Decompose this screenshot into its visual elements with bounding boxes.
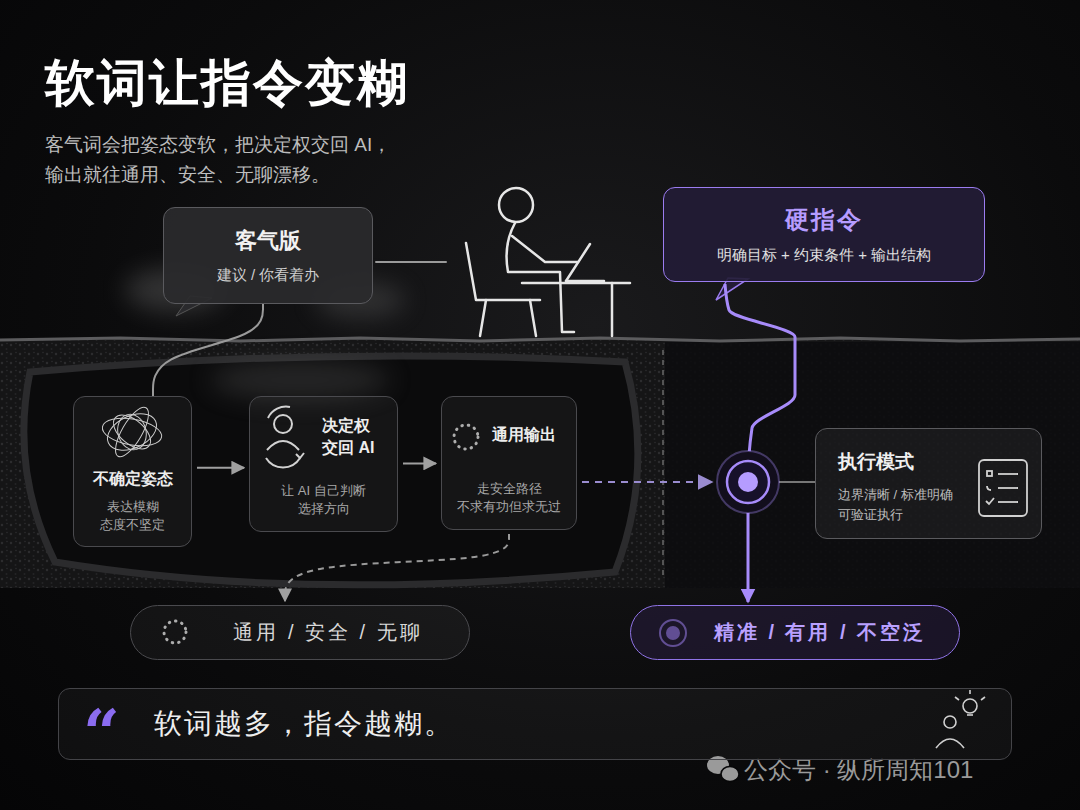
subtitle: 客气词会把姿态变软，把决定权交回 AI， 输出就往通用、安全、无聊漂移。 [45, 130, 465, 191]
node-body: 让 AI 自己判断 选择方向 [260, 482, 387, 518]
connector [725, 284, 795, 602]
node-body: 建议 / 你看着办 [176, 266, 360, 285]
dashed-feed-line [582, 482, 712, 483]
hard-instruction-bubble: 硬指令明确目标 + 约束条件 + 输出结构 [663, 187, 985, 282]
quote-mark: “ [83, 701, 120, 747]
outcome-pill: 通用 / 安全 / 无聊 [130, 605, 470, 660]
node-heading: 通用输出 [492, 425, 568, 446]
node-heading: 不确定姿态 [82, 469, 183, 490]
node-heading: 硬指令 [676, 204, 972, 236]
node-body: 走安全路径 不求有功但求无过 [450, 480, 568, 516]
connector [285, 534, 509, 601]
node-heading: 执行模式 [838, 449, 961, 475]
mode-box: 执行模式边界清晰 / 标准明确 可验证执行 [815, 428, 1042, 539]
ground [0, 338, 1080, 588]
node-heading: 客气版 [176, 226, 360, 256]
pill-text: 精准 / 有用 / 不空泛 [714, 619, 926, 646]
process-box: 决定权 交回 AI 让 AI 自己判断 选择方向 [249, 396, 398, 532]
pill-text: 通用 / 安全 / 无聊 [233, 619, 422, 646]
title: 软词让指令变糊 [45, 50, 409, 117]
quote-box: “ 软词越多，指令越糊。 [58, 688, 1012, 760]
outcome-pill: 精准 / 有用 / 不空泛 [630, 605, 960, 660]
process-box: 通用输出走安全路径 不求有功但求无过 [441, 396, 577, 530]
connector [403, 462, 436, 464]
node-body: 明确目标 + 约束条件 + 输出结构 [676, 246, 972, 265]
node-body: 边界清晰 / 标准明确 可验证执行 [838, 485, 961, 524]
person-at-desk [376, 188, 630, 336]
connector [153, 304, 263, 396]
node-heading: 决定权 交回 AI [322, 415, 387, 458]
node-body: 表达模糊 态度不坚定 [82, 498, 183, 534]
connector [197, 467, 244, 469]
polite-bubble: 客气版建议 / 你看着办 [163, 207, 373, 304]
execution-hub [717, 451, 815, 513]
process-box: 不确定姿态表达模糊 态度不坚定 [73, 396, 192, 547]
quote-text: 软词越多，指令越糊。 [154, 705, 454, 743]
